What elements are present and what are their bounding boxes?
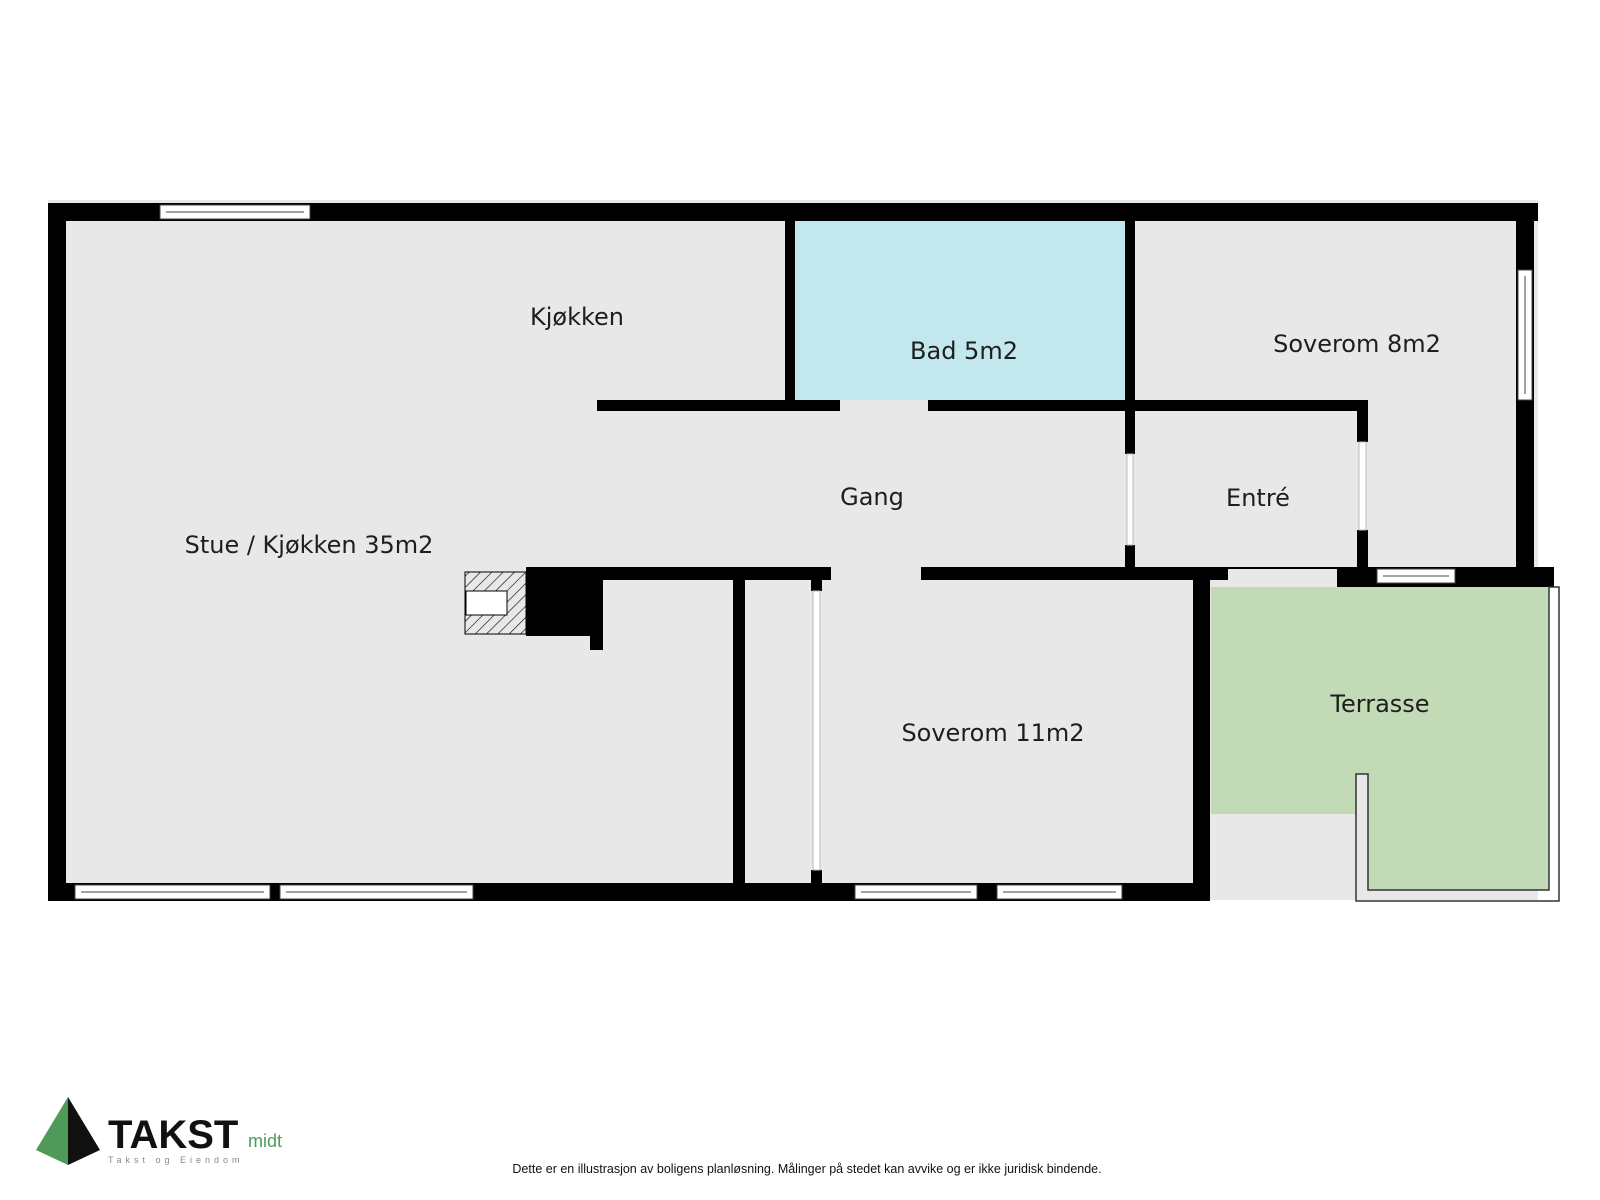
room-label-living: Stue / Kjøkken 35m2 (185, 531, 434, 559)
fireplace-opening (465, 590, 508, 616)
logo-name: TAKST (108, 1113, 238, 1157)
room-label-bathroom: Bad 5m2 (910, 337, 1018, 365)
logo-triangle-icon (36, 1097, 68, 1165)
sliding-doors (812, 441, 1367, 871)
room-label-kitchen: Kjøkken (530, 303, 624, 331)
bathroom-floor (790, 221, 1130, 400)
door-openings (831, 400, 1337, 587)
logo-suffix: midt (248, 1131, 282, 1151)
footer-disclaimer: Dette er en illustrasjon av boligens pla… (512, 1162, 1101, 1176)
room-label-bedroom-large: Soverom 11m2 (901, 719, 1084, 747)
terrace-outline (1355, 586, 1560, 902)
room-label-bedroom-small: Soverom 8m2 (1273, 330, 1441, 358)
logo-tagline: Takst og Eiendom (108, 1155, 244, 1165)
windows (74, 204, 1533, 900)
room-label-entrance: Entré (1226, 484, 1290, 512)
terrace-floor (1211, 587, 1549, 890)
room-label-terrace: Terrasse (1329, 690, 1429, 718)
company-logo: TAKST midt Takst og Eiendom (36, 1097, 282, 1165)
room-label-hallway: Gang (840, 483, 904, 511)
